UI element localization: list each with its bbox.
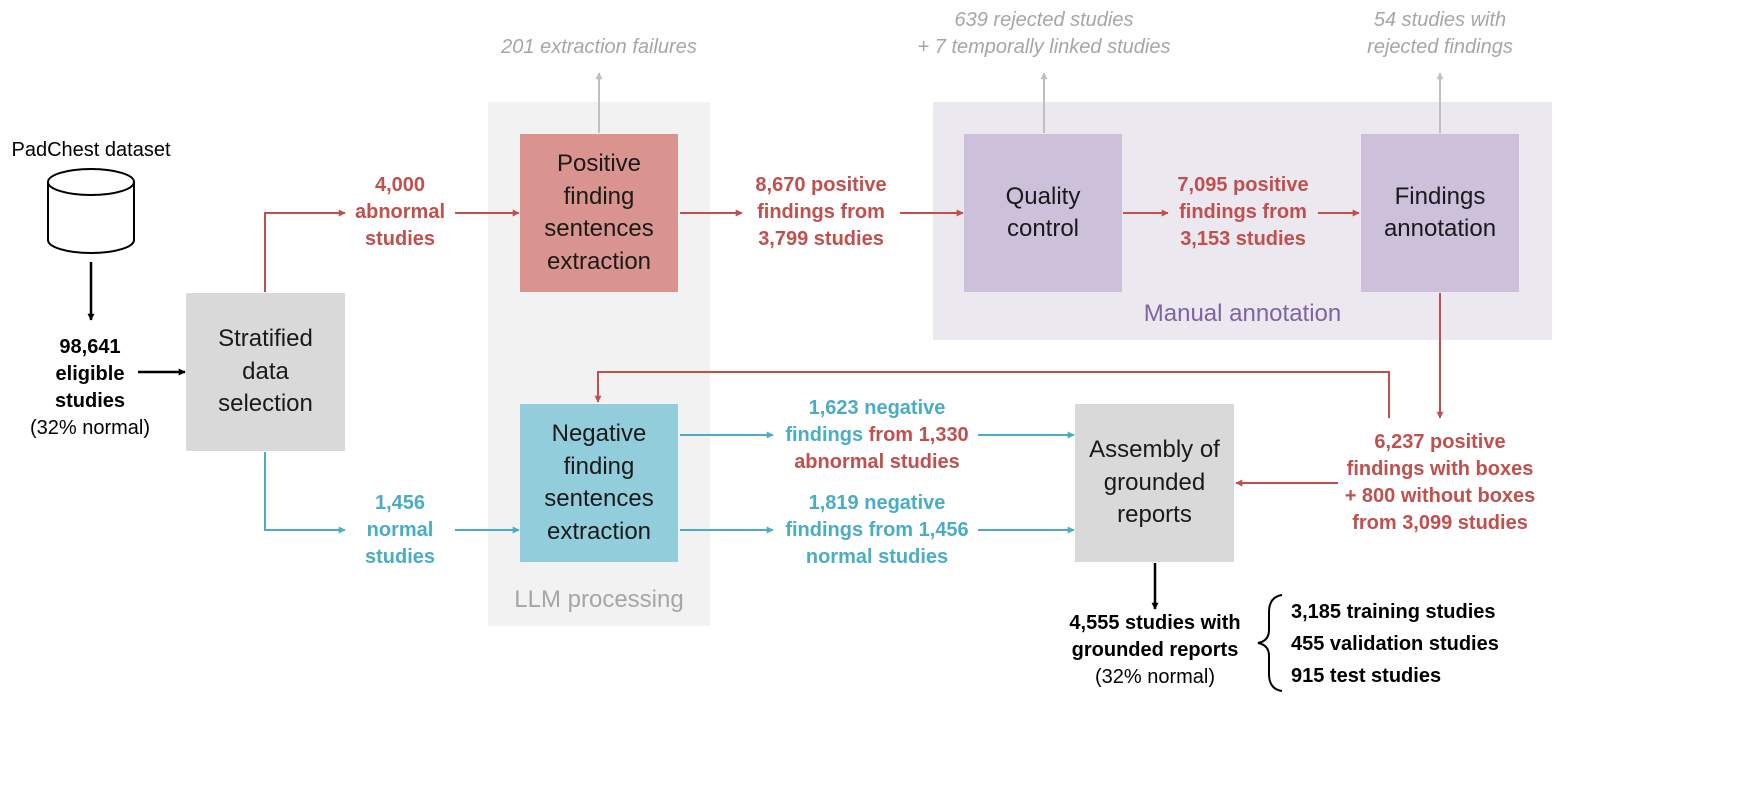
neg-normal-line-2: findings from 1,456	[785, 519, 969, 541]
stratified-line-2: data	[242, 357, 289, 385]
quality-rejects-label: 639 rejected studies + 7 temporally link…	[884, 7, 1204, 61]
findings-annotation-box: Findings annotation	[1361, 134, 1519, 292]
annotation-rejects-label: 54 studies with rejected findings	[1345, 7, 1535, 61]
eligible-count: 98,641	[59, 336, 121, 358]
split-validation: 455 validation studies	[1291, 633, 1499, 655]
neg-abnormal-line-2-red: from 1,330	[863, 424, 969, 446]
positive-7095-label: 7,095 positive findings from 3,153 studi…	[1163, 172, 1323, 253]
normal-line-3: studies	[364, 546, 436, 568]
stratified-line-3: selection	[218, 390, 313, 418]
output-label: 4,555 studies with grounded reports (32%…	[1050, 610, 1260, 691]
neg-normal-line-1: 1,819 negative	[808, 492, 946, 514]
negative-normal-label: 1,819 negative findings from 1,456 norma…	[772, 490, 982, 571]
abnormal-line-2: abnormal	[354, 201, 446, 223]
quality-rejects-line-1: 639 rejected studies	[954, 9, 1134, 31]
quality-line-1: Quality	[1005, 182, 1081, 210]
positive-extraction-line-1: Positive	[556, 150, 642, 177]
positive-8670-line-3: 3,799 studies	[758, 228, 884, 250]
assembly-line-1: Assembly of	[1089, 436, 1220, 464]
annotation-rejects-line-2: rejected findings	[1367, 36, 1513, 58]
positive-extraction-line-4: extraction	[546, 247, 652, 275]
negative-abnormal-label: 1,623 negative findings from 1,330 abnor…	[772, 395, 982, 476]
annotation-rejects-line-1: 54 studies with	[1373, 9, 1507, 31]
positive-boxes-label: 6,237 positive findings with boxes + 800…	[1330, 429, 1550, 537]
split-list: 3,185 training studies 455 validation st…	[1291, 596, 1499, 692]
split-training: 3,185 training studies	[1291, 601, 1496, 623]
negative-extraction-box: Negative finding sentences extraction	[520, 404, 678, 562]
abnormal-line-1: 4,000	[374, 174, 426, 196]
positive-boxes-line-2: findings with boxes	[1346, 458, 1534, 480]
eligible-unit-1: eligible	[55, 363, 125, 385]
quality-control-box: Quality control	[964, 134, 1122, 292]
quality-rejects-line-2: + 7 temporally linked studies	[917, 36, 1171, 58]
abnormal-line-3: studies	[364, 228, 436, 250]
stratified-selection-box: Stratified data selection	[186, 293, 345, 451]
assembly-box: Assembly of grounded reports	[1075, 404, 1234, 562]
output-normal-share: (32% normal)	[1094, 666, 1216, 688]
extraction-failures-label: 201 extraction failures	[501, 36, 697, 58]
findings-annotation-line-2: annotation	[1383, 215, 1497, 242]
neg-abnormal-line-1: 1,623 negative	[808, 397, 946, 419]
quality-line-2: control	[1006, 215, 1080, 242]
eligible-unit-2: studies	[54, 390, 126, 412]
neg-abnormal-line-2: findings from 1,330	[772, 422, 982, 449]
llm-processing-label: LLM processing	[514, 586, 684, 613]
neg-normal-line-3: normal studies	[805, 546, 949, 568]
assembly-line-2: grounded	[1103, 468, 1206, 496]
positive-8670-label: 8,670 positive findings from 3,799 studi…	[735, 172, 907, 253]
eligible-studies-label: 98,641 eligible studies (32% normal)	[10, 334, 170, 442]
output-line-2: grounded reports	[1071, 639, 1239, 661]
findings-annotation-line-1: Findings	[1394, 182, 1486, 210]
arrow-stratified-to-abnormal	[264, 209, 346, 292]
neg-abnormal-line-2-teal: findings	[785, 424, 864, 446]
positive-extraction-line-2: finding	[563, 182, 635, 210]
positive-boxes-line-4: from 3,099 studies	[1352, 512, 1528, 534]
normal-studies-label: 1,456 normal studies	[330, 490, 470, 571]
eligible-normal-share: (32% normal)	[29, 417, 151, 439]
positive-extraction-box: Positive finding sentences extraction	[520, 134, 678, 292]
normal-line-2: normal	[366, 519, 434, 541]
dataset-title: PadChest dataset	[11, 139, 171, 161]
abnormal-studies-label: 4,000 abnormal studies	[330, 172, 470, 253]
arrow-annotation-to-negative-extraction	[594, 371, 1390, 418]
positive-8670-line-2: findings from	[757, 201, 885, 223]
split-test: 915 test studies	[1291, 665, 1442, 687]
split-brace	[1257, 594, 1283, 692]
positive-7095-line-3: 3,153 studies	[1180, 228, 1306, 250]
negative-extraction-line-2: finding	[563, 452, 635, 480]
positive-extraction-line-3: sentences	[544, 215, 654, 242]
assembly-line-3: reports	[1117, 501, 1192, 529]
positive-7095-line-2: findings from	[1179, 201, 1307, 223]
positive-boxes-line-3: + 800 without boxes	[1344, 485, 1536, 507]
manual-annotation-label: Manual annotation	[1143, 300, 1342, 327]
positive-7095-line-1: 7,095 positive	[1177, 174, 1309, 196]
negative-extraction-line-1: Negative	[551, 420, 647, 447]
arrow-stratified-to-normal	[264, 452, 346, 534]
output-line-1: 4,555 studies with	[1069, 612, 1241, 634]
normal-line-1: 1,456	[374, 492, 426, 514]
neg-abnormal-line-3: abnormal studies	[794, 451, 960, 473]
stratified-line-1: Stratified	[218, 325, 313, 353]
database-cylinder-icon	[47, 168, 135, 254]
positive-boxes-line-1: 6,237 positive	[1374, 431, 1506, 453]
negative-extraction-line-3: sentences	[544, 485, 654, 512]
negative-extraction-line-4: extraction	[546, 517, 652, 545]
positive-8670-line-1: 8,670 positive	[755, 174, 887, 196]
